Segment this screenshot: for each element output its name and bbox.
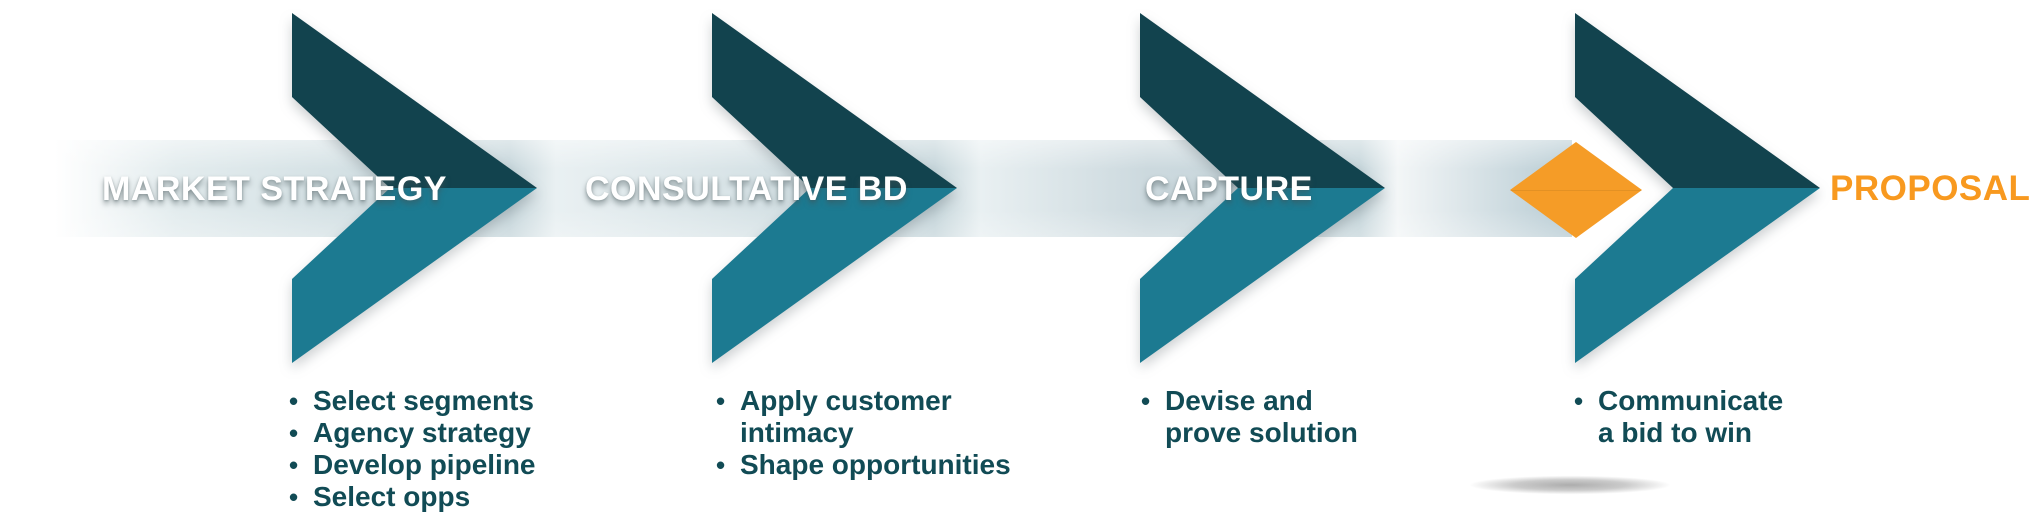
stage-bullet-list-market-strategy: Select segments Agency strategy Develop …: [289, 385, 536, 513]
stage-bullet-list-consultative-bd: Apply customer intimacy Shape opportunit…: [716, 385, 1011, 481]
chevron-bottom-half: [1575, 188, 1820, 363]
chevron-top-half: [712, 13, 957, 188]
chevron-arrow-icon: [1575, 13, 1820, 363]
chevron-bottom-half: [712, 188, 957, 363]
bullet-item: Communicate a bid to win: [1574, 385, 1783, 449]
stage-label-market-strategy: MARKET STRATEGY: [102, 170, 447, 208]
drop-shadow-ellipse: [1430, 472, 1710, 498]
stage-label-consultative-bd: CONSULTATIVE BD: [585, 170, 908, 208]
chevron-arrow-icon: [712, 13, 957, 363]
bullet-item: Agency strategy: [289, 417, 536, 449]
chevron-arrow-icon: [1140, 13, 1385, 363]
bullet-item: Develop pipeline: [289, 449, 536, 481]
bullet-item: Shape opportunities: [716, 449, 1011, 481]
chevron-top-half: [292, 13, 537, 188]
chevron-top-half: [1140, 13, 1385, 188]
chevron-top-half: [1575, 13, 1820, 188]
stage-label-capture: CAPTURE: [1145, 170, 1313, 208]
bullet-item: Select opps: [289, 481, 536, 513]
chevron-bottom-half: [292, 188, 537, 363]
stage-bullet-list-proposal: Communicate a bid to win: [1574, 385, 1783, 449]
bullet-item: Apply customer intimacy: [716, 385, 1011, 449]
chevron-arrow-icon: [292, 13, 537, 363]
bullet-item: Devise and prove solution: [1141, 385, 1358, 449]
chevron-bottom-half: [1140, 188, 1385, 363]
stage-label-proposal: PROPOSAL: [1830, 169, 2031, 208]
bullet-item: Select segments: [289, 385, 536, 417]
stage-bullet-list-capture: Devise and prove solution: [1141, 385, 1358, 449]
